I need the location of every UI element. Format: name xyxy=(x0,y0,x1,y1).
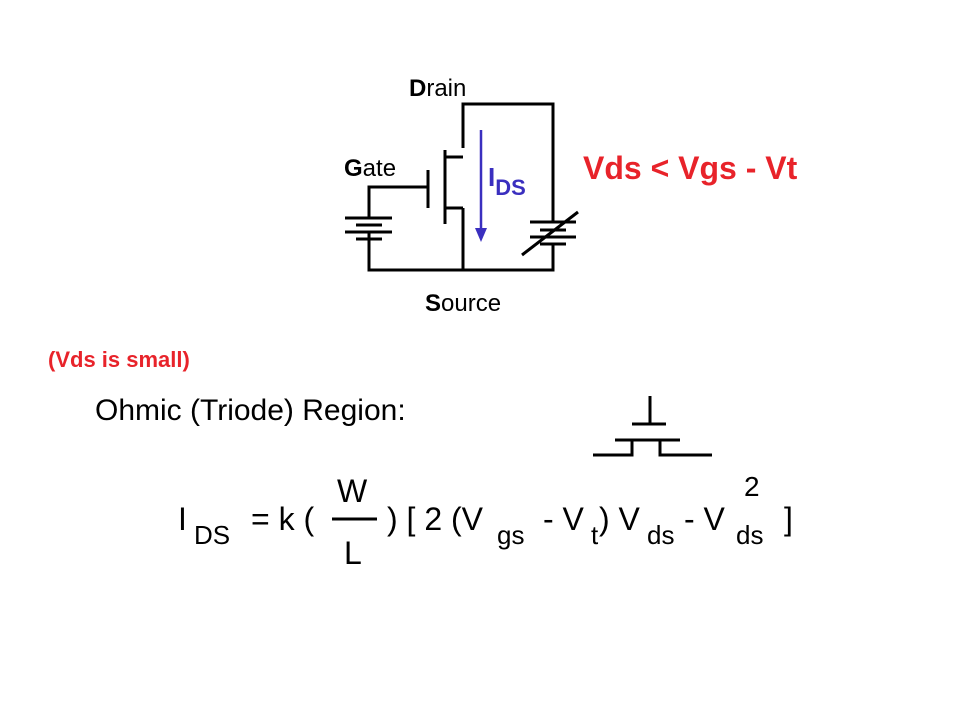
current-label: IDS xyxy=(488,162,526,199)
drain-rest: rain xyxy=(426,75,467,102)
current-main: I xyxy=(488,162,496,192)
current-arrow xyxy=(475,130,487,242)
gate-wire xyxy=(367,185,428,218)
equation-part2: ) [ 2 (V xyxy=(387,501,484,537)
equation-part4: ) V xyxy=(599,501,640,537)
equation-i: I xyxy=(178,501,187,537)
drain-label: Drain xyxy=(409,77,466,101)
equation-ds-sub-1: ds xyxy=(647,520,675,550)
equation-part6: ] xyxy=(784,501,793,537)
gate-rest: ate xyxy=(362,155,397,182)
gate-initial: G xyxy=(344,155,363,182)
equation-part5: - V xyxy=(684,501,725,537)
condition-text: Vds < Vgs - Vt xyxy=(583,150,798,186)
equation-ds-sub-2: ds xyxy=(736,520,764,550)
variable-arrow xyxy=(521,210,579,257)
equation-t-sub: t xyxy=(591,520,599,550)
equation-part1: = k ( xyxy=(251,501,315,537)
region-title: Ohmic (Triode) Region: xyxy=(95,394,406,427)
drain-wire xyxy=(461,102,555,222)
bottom-wire xyxy=(367,232,555,272)
gate-label: Gate xyxy=(344,157,396,181)
source-initial: S xyxy=(425,290,442,317)
source-label: Source xyxy=(425,292,501,316)
note-text: (Vds is small) xyxy=(48,347,190,372)
fraction-denominator: L xyxy=(344,535,362,571)
source-rest: ource xyxy=(441,290,502,317)
equation-part3: - V xyxy=(543,501,584,537)
equation-exponent: 2 xyxy=(744,471,760,502)
equation-gs-sub: gs xyxy=(497,520,525,550)
current-sub: DS xyxy=(495,175,526,200)
fraction-numerator: W xyxy=(337,473,368,509)
equation-i-sub: DS xyxy=(194,520,231,550)
drain-initial: D xyxy=(409,75,427,102)
transistor-symbol-small xyxy=(593,396,712,457)
